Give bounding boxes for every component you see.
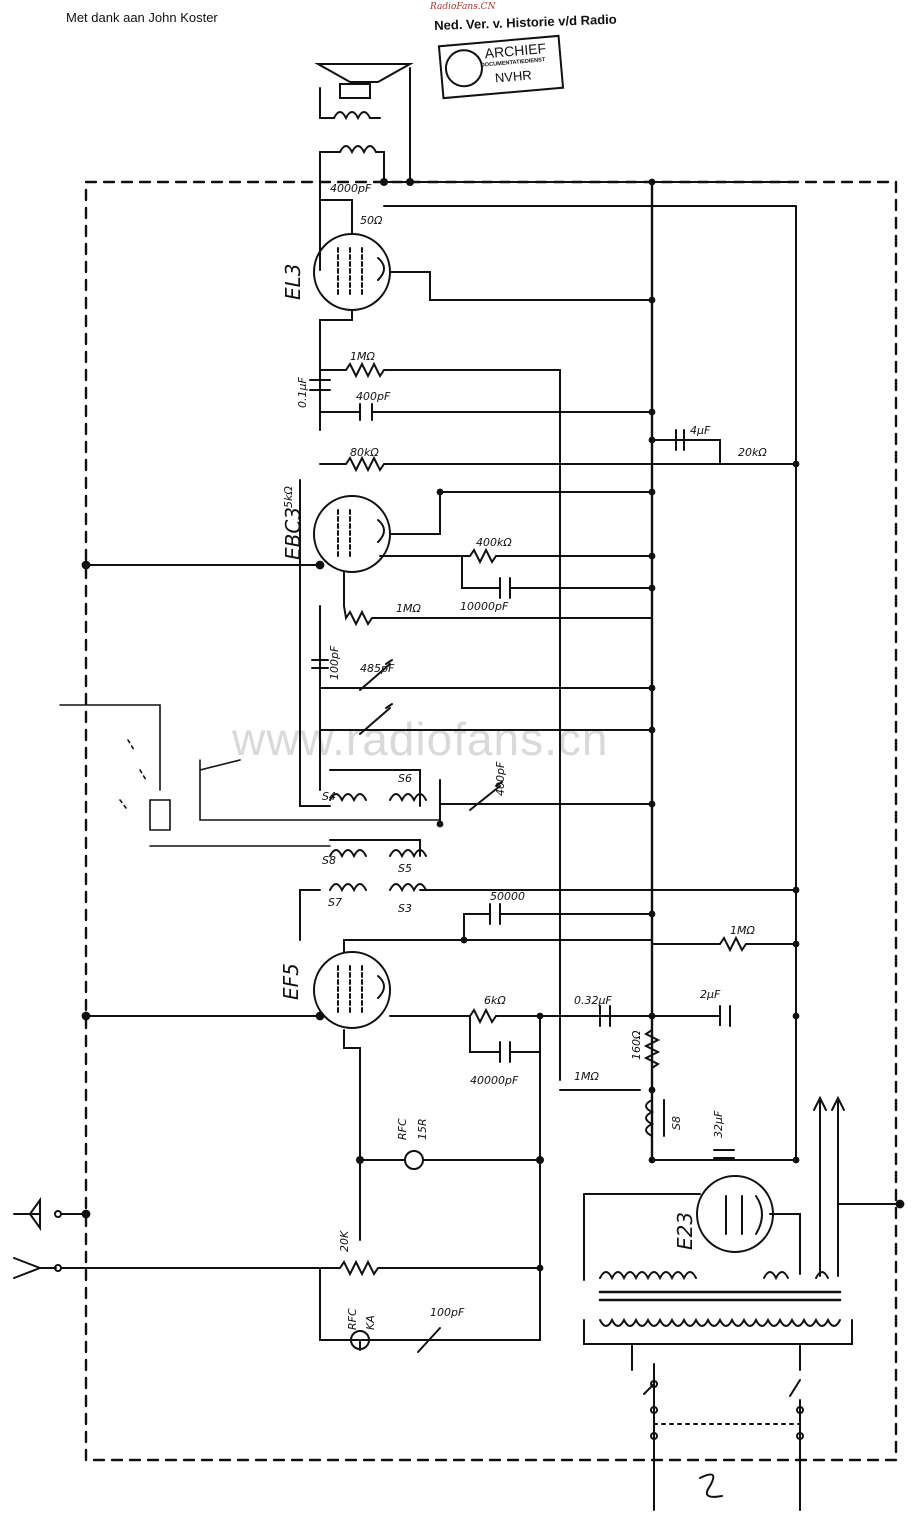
label-r-1m-low: 1MΩ (574, 1070, 599, 1083)
e23-label: E23 (673, 1212, 697, 1250)
tube-e23 (696, 1175, 774, 1253)
label-c-coupling: 400pF (356, 390, 391, 403)
label-rfc-1b: 15R (416, 1118, 429, 1140)
label-c-40000: 40000pF (470, 1074, 519, 1087)
label-c-decouple: 4μF (690, 424, 711, 437)
label-c-2uf: 2μF (700, 988, 721, 1001)
label-r-400k: 400kΩ (476, 536, 512, 549)
label-c-50000: 50000 (490, 890, 525, 903)
output-transformer (319, 145, 385, 183)
watermark: www.radiofans.cn (232, 713, 609, 765)
label-r-top: 1MΩ (350, 350, 375, 363)
label-c-01: 0.1μF (296, 377, 309, 408)
rf-coils (329, 793, 427, 893)
filter-choke (645, 1099, 655, 1137)
label-rfc-2: RFC (346, 1308, 359, 1330)
label-r-6k: 6kΩ (484, 994, 506, 1007)
antenna-input-icon (13, 1196, 57, 1279)
label-r-20k: 20kΩ (738, 446, 767, 459)
label-coil-s7: S7 (328, 896, 342, 909)
label-coil-s3: S3 (398, 902, 412, 915)
junction-dots (406, 178, 800, 1272)
label-c-el3: 4000pF (330, 182, 372, 195)
label-r-160: 160Ω (630, 1030, 643, 1060)
wave-switch-icon (59, 704, 441, 847)
site-name: RadioFans.CN (430, 2, 496, 12)
label-r-right: 1MΩ (730, 924, 755, 937)
label-c-10000: 10000pF (460, 600, 509, 613)
label-rfc-2b: KA (364, 1315, 377, 1330)
tube-el3 (313, 233, 391, 311)
label-rfc-1: RFC (396, 1118, 409, 1140)
loudspeaker-icon (314, 63, 414, 183)
tube-ef5 (313, 951, 391, 1029)
label-r-80k: 80kΩ (350, 446, 379, 459)
label-c-100: 100pF (328, 645, 341, 680)
label-coil-s8: S8 (322, 854, 336, 867)
label-r-5k: 5kΩ (282, 486, 295, 508)
label-coil-s6: S6 (398, 772, 412, 785)
label-r-1m-mid: 1MΩ (396, 602, 421, 615)
label-coil-s5: S5 (398, 862, 412, 875)
ef5-label: EF5 (279, 963, 303, 1000)
label-c-032: 0.32μF (574, 994, 612, 1007)
mains-switch-icon (631, 1343, 804, 1511)
mains-transformer (583, 1271, 853, 1345)
label-choke: S8 (670, 1116, 683, 1130)
label-c-tune: 400pF (494, 761, 507, 796)
ebc3-label: EBC3 (281, 507, 305, 560)
el3-label: EL3 (281, 263, 305, 300)
tube-ebc3 (313, 495, 391, 573)
label-r-20k-low: 20K (338, 1230, 351, 1252)
credit-text: Met dank aan John Koster (66, 10, 218, 25)
label-c-trim1: 485pF (360, 662, 395, 675)
label-c-32: 32μF (712, 1110, 725, 1138)
label-r-el3: 50Ω (360, 214, 383, 227)
label-coil-s4: S4 (322, 790, 336, 803)
label-c-100pf-low: 100pF (430, 1306, 465, 1319)
